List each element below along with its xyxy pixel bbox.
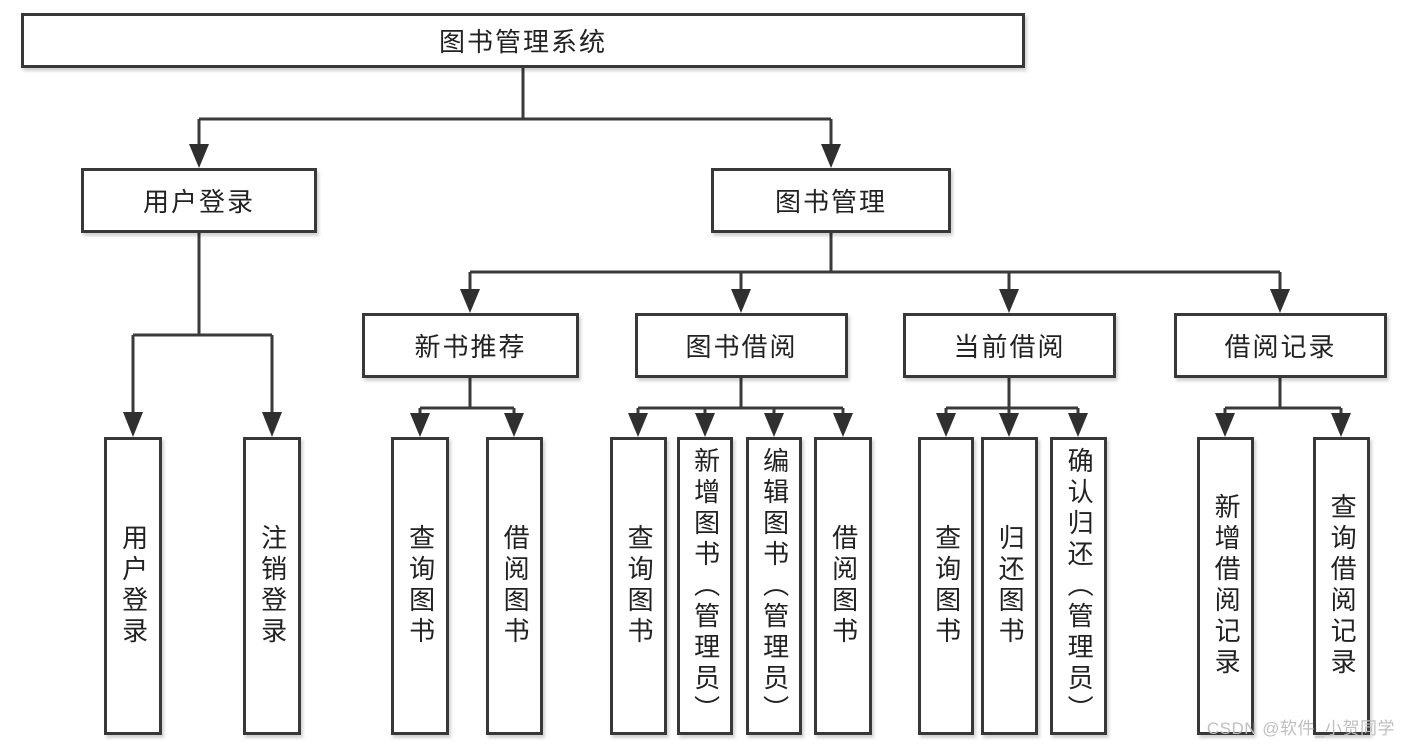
connector-currentborrow-to-leaves <box>936 378 1088 437</box>
leaf-logout-label: 注销登录 <box>257 524 288 648</box>
node-new-book-recommend: 新书推荐 <box>362 313 579 378</box>
leaf-borrow-add-admin-label: 新增图书（管理员） <box>690 446 721 726</box>
leaf-current-query-label: 查询图书 <box>931 524 962 648</box>
leaf-current-return-label: 归还图书 <box>995 524 1026 648</box>
leaf-borrow-query-label: 查询图书 <box>624 524 655 648</box>
leaf-records-add: 新增借阅记录 <box>1197 437 1254 735</box>
node-book-borrow: 图书借阅 <box>635 313 848 378</box>
leaf-current-confirm-admin: 确认归还（管理员） <box>1050 437 1107 735</box>
node-borrow-records: 借阅记录 <box>1174 313 1387 378</box>
leaf-borrow-edit-admin-label: 编辑图书（管理员） <box>759 446 790 726</box>
connector-userlogin-to-leaves <box>123 233 282 437</box>
leaf-logout: 注销登录 <box>243 437 301 735</box>
leaf-newbooks-borrow: 借阅图书 <box>486 437 543 735</box>
connector-root-to-level2 <box>189 68 841 168</box>
leaf-borrow-edit-admin: 编辑图书（管理员） <box>746 437 802 735</box>
leaf-newbooks-borrow-label: 借阅图书 <box>500 524 531 648</box>
leaf-records-add-label: 新增借阅记录 <box>1211 493 1242 679</box>
leaf-records-query: 查询借阅记录 <box>1313 437 1370 735</box>
leaf-borrow-borrow-label: 借阅图书 <box>828 524 859 648</box>
leaf-current-query: 查询图书 <box>918 437 974 735</box>
leaf-user-login-label: 用户登录 <box>118 524 149 648</box>
leaf-records-query-label: 查询借阅记录 <box>1327 493 1358 679</box>
connector-bookmgmt-to-level3 <box>460 233 1290 313</box>
leaf-user-login: 用户登录 <box>104 437 162 735</box>
node-current-borrow: 当前借阅 <box>903 313 1116 378</box>
leaf-newbooks-query: 查询图书 <box>391 437 449 735</box>
leaf-current-return: 归还图书 <box>981 437 1038 735</box>
leaf-borrow-query: 查询图书 <box>610 437 667 735</box>
leaf-borrow-borrow: 借阅图书 <box>814 437 872 735</box>
node-user-login: 用户登录 <box>81 168 317 233</box>
node-book-management: 图书管理 <box>711 168 951 233</box>
node-library-system: 图书管理系统 <box>21 13 1025 68</box>
leaf-newbooks-query-label: 查询图书 <box>405 524 436 648</box>
leaf-borrow-add-admin: 新增图书（管理员） <box>677 437 733 735</box>
leaf-current-confirm-admin-label: 确认归还（管理员） <box>1064 446 1095 726</box>
csdn-watermark: CSDN @软件_小贺同学 <box>1206 719 1395 738</box>
connector-bookborrow-to-leaves <box>628 378 853 437</box>
connector-records-to-leaves <box>1215 378 1351 437</box>
connector-newbooks-to-leaves <box>410 378 524 437</box>
